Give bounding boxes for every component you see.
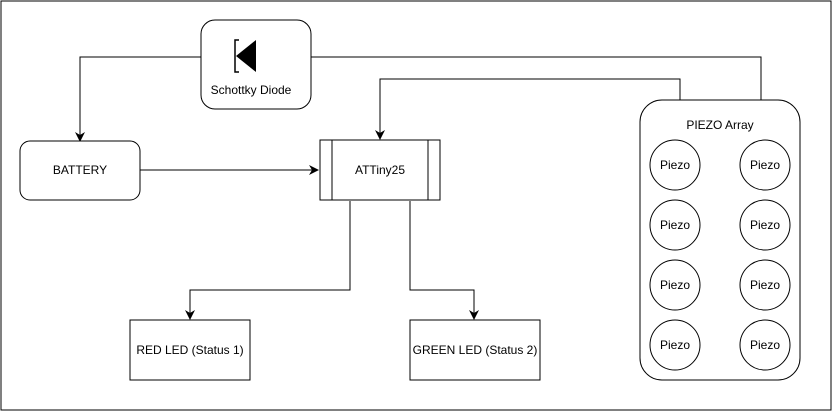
piezo-label: Piezo <box>750 338 780 352</box>
piezo-element: Piezo <box>739 259 791 311</box>
battery-node: BATTERY <box>19 140 141 201</box>
connectors <box>75 52 762 320</box>
red-led-label: RED LED (Status 1) <box>136 343 243 357</box>
piezo-label: Piezo <box>750 158 780 172</box>
piezo-label: Piezo <box>750 278 780 292</box>
green-led-node: GREEN LED (Status 2) <box>409 319 541 381</box>
piezo-label: Piezo <box>750 218 780 232</box>
edge-piezo-to-attiny <box>375 78 681 140</box>
red-led-box <box>129 319 251 381</box>
attiny-box <box>319 139 441 201</box>
piezo-label: Piezo <box>660 218 690 232</box>
piezo-label: Piezo <box>660 158 690 172</box>
edge-diode-to-battery <box>75 56 201 142</box>
piezo-element: Piezo <box>739 139 791 191</box>
piezo-element: Piezo <box>649 319 701 371</box>
battery-label: BATTERY <box>53 163 107 177</box>
edge-piezo-to-diode <box>265 52 762 100</box>
attiny-node: ATTiny25 <box>319 139 441 201</box>
attiny-label: ATTiny25 <box>355 163 405 177</box>
piezo-element: Piezo <box>739 199 791 251</box>
battery-box <box>19 140 141 201</box>
red-led-node: RED LED (Status 1) <box>129 319 251 381</box>
green-led-label: GREEN LED (Status 2) <box>413 343 538 357</box>
schottky-diode-node: Schottky Diode <box>200 19 312 110</box>
piezo-array-node: PIEZO Array Piezo Piezo Piezo Piezo Piez… <box>639 99 801 381</box>
edge-attiny-to-green-led <box>409 201 479 320</box>
piezo-element: Piezo <box>649 139 701 191</box>
piezo-element: Piezo <box>649 199 701 251</box>
piezo-element: Piezo <box>739 319 791 371</box>
edge-attiny-to-red-led <box>185 201 351 320</box>
piezo-array-label: PIEZO Array <box>686 118 753 132</box>
schottky-diode-label: Schottky Diode <box>211 83 292 97</box>
green-led-box <box>409 319 541 381</box>
piezo-label: Piezo <box>660 338 690 352</box>
diode-symbol-icon <box>234 39 256 73</box>
piezo-element: Piezo <box>649 259 701 311</box>
piezo-label: Piezo <box>660 278 690 292</box>
